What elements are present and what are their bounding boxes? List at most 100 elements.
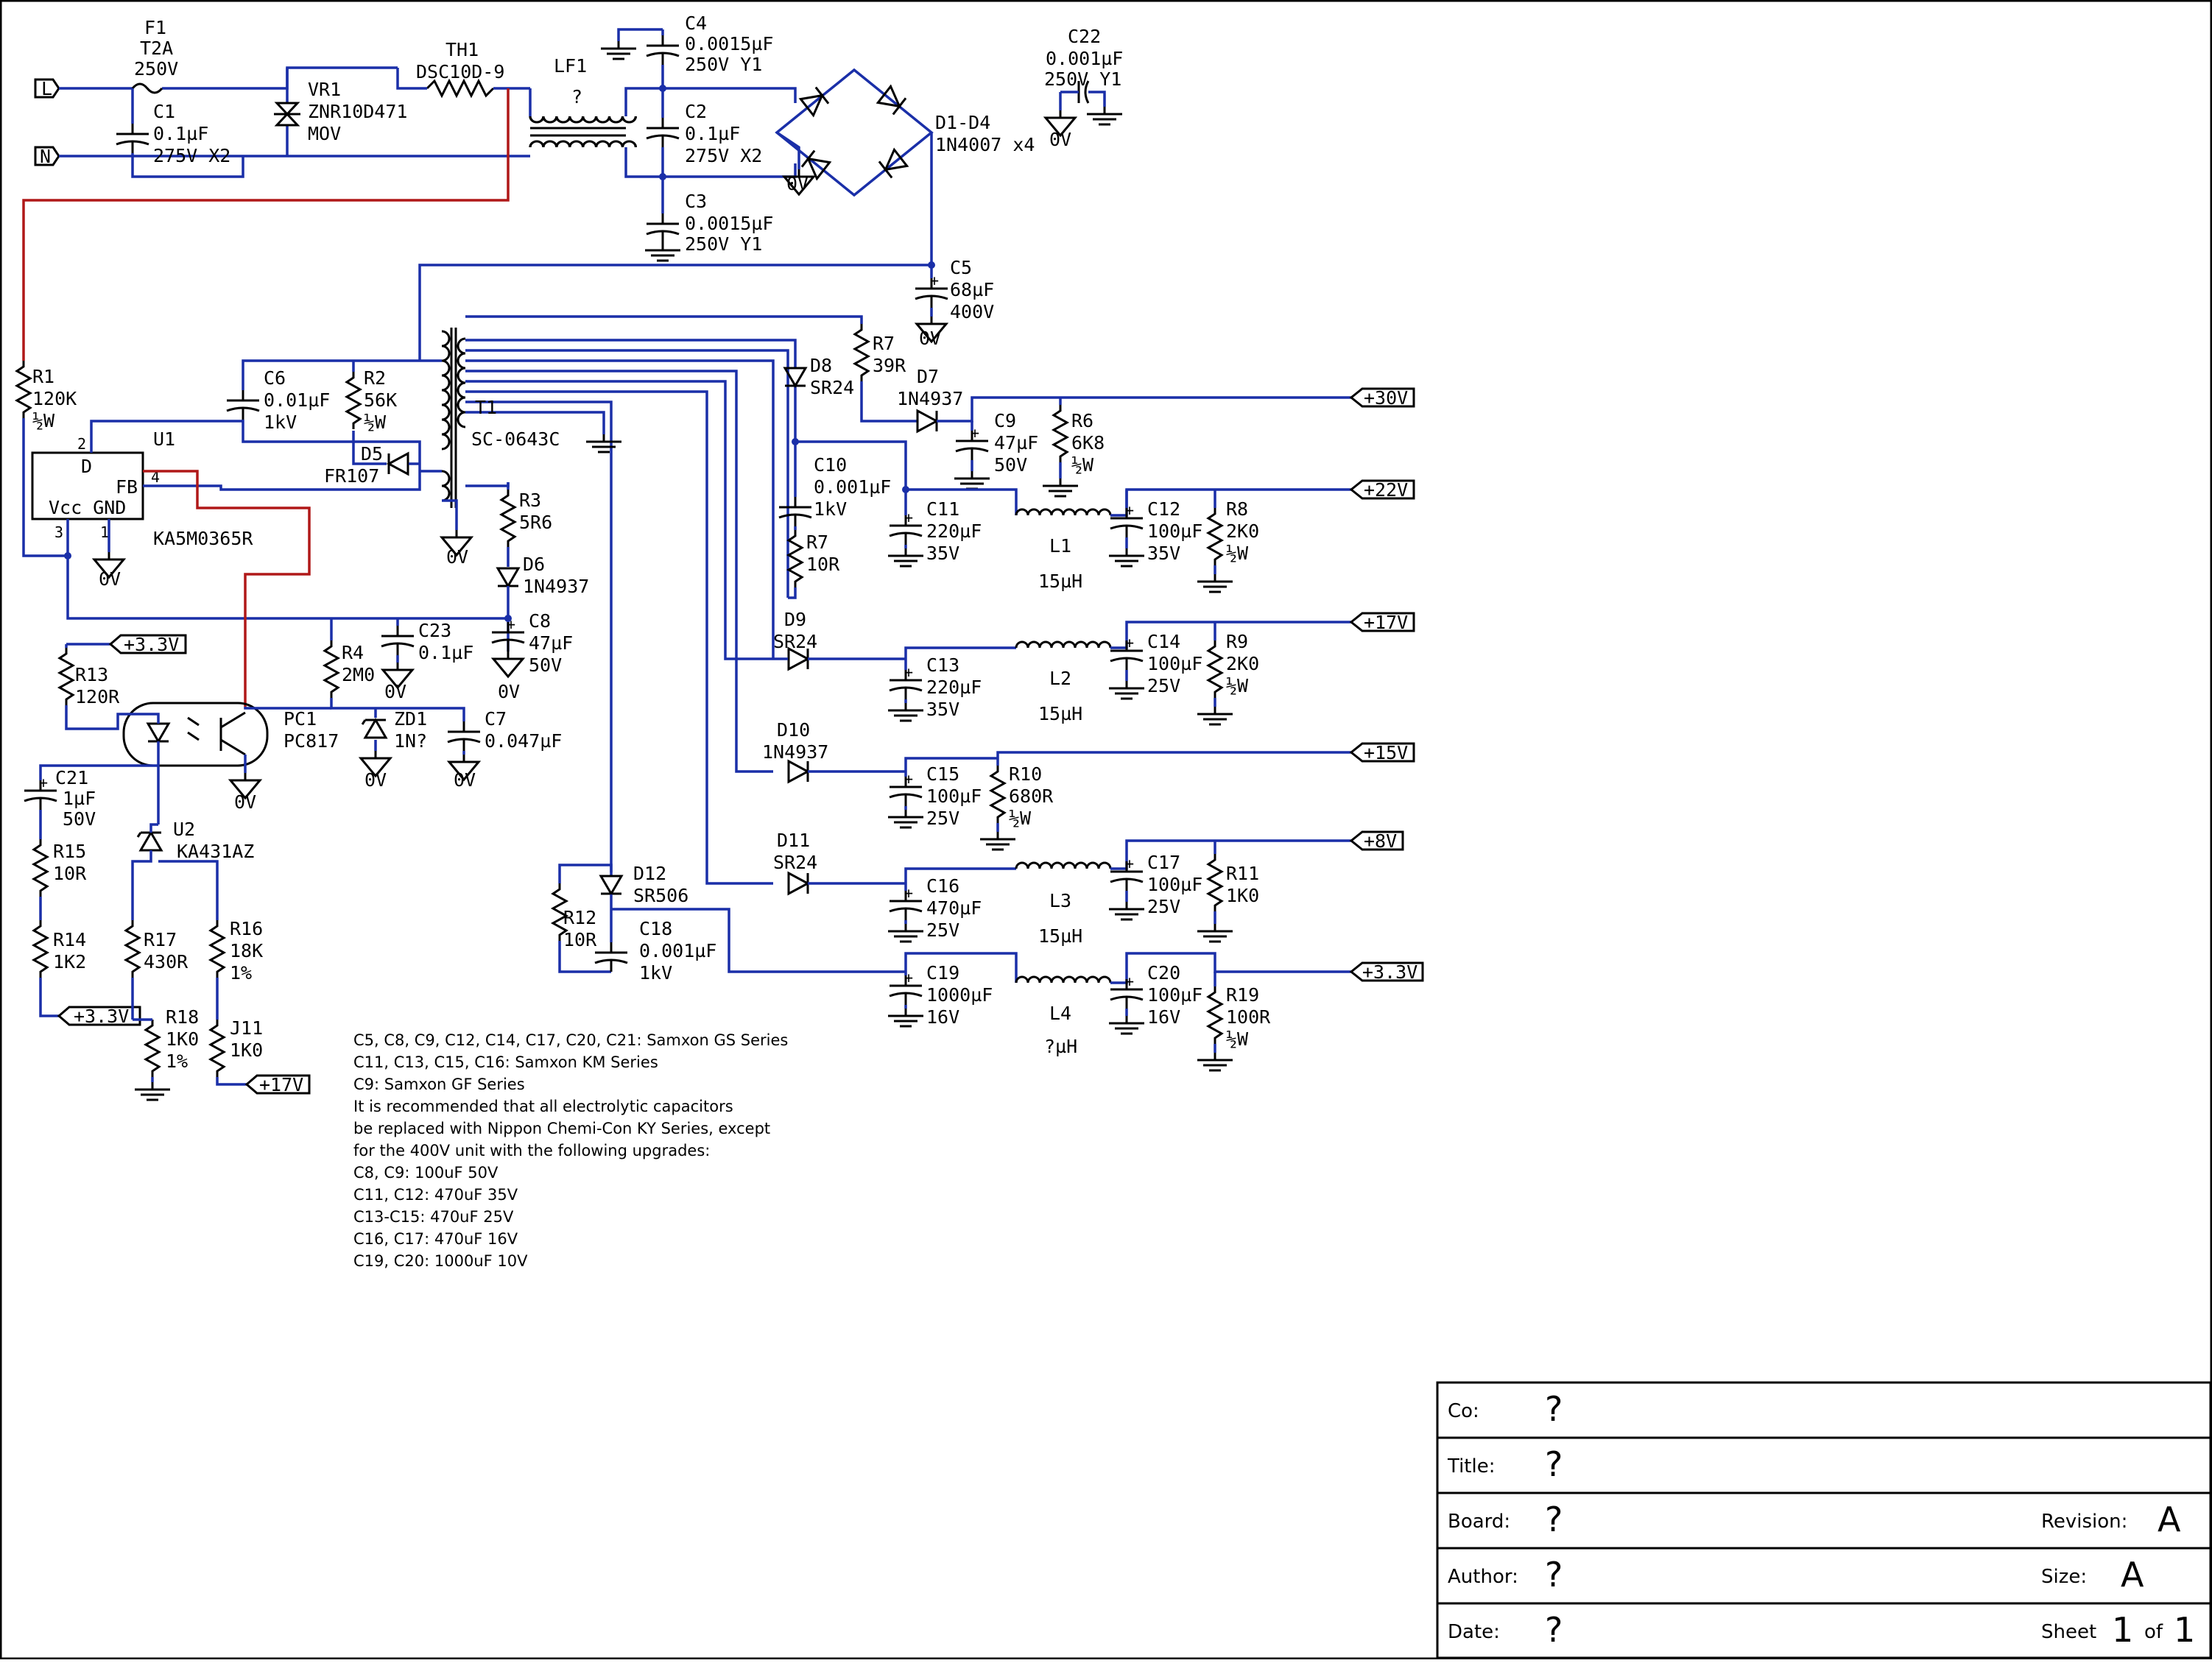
svg-text:C9: C9 <box>994 410 1016 431</box>
resistor-r13 <box>58 646 74 707</box>
component-notes: C5, C8, C9, C12, C14, C17, C20, C21: Sam… <box>353 1031 788 1270</box>
tb-date-value: ? <box>1545 1610 1563 1650</box>
resistor-r17 <box>124 919 141 979</box>
capacitor-c20 <box>1109 971 1144 1010</box>
svg-text:N: N <box>40 146 51 167</box>
svg-text:1kV: 1kV <box>639 962 672 984</box>
capacitor-c18 <box>593 941 629 973</box>
svg-text:250V Y1: 250V Y1 <box>685 233 762 255</box>
svg-text:15µH: 15µH <box>1038 925 1082 947</box>
svg-text:+3.3V: +3.3V <box>124 634 179 655</box>
svg-text:220µF: 220µF <box>926 520 982 542</box>
svg-text:½W: ½W <box>1226 543 1249 564</box>
svg-text:5R6: 5R6 <box>519 512 552 533</box>
svg-text:D9: D9 <box>784 609 806 630</box>
svg-text:39R: 39R <box>873 355 906 376</box>
tb-author-value: ? <box>1545 1555 1563 1595</box>
svg-text:220µF: 220µF <box>926 677 982 698</box>
svg-text:0V: 0V <box>919 328 941 349</box>
svg-text:56K: 56K <box>364 389 397 411</box>
svg-text:10R: 10R <box>806 554 840 575</box>
svg-text:C16, C17: 470uF 16V: C16, C17: 470uF 16V <box>353 1230 518 1248</box>
svg-text:C2: C2 <box>685 101 707 122</box>
svg-text:0.0015µF: 0.0015µF <box>685 213 773 234</box>
resistor-r11 <box>1207 852 1223 913</box>
svg-text:R12: R12 <box>563 907 596 928</box>
svg-text:D8: D8 <box>810 355 832 376</box>
net-flag-r13-3v3: +3.3V <box>108 634 187 655</box>
svg-text:½W: ½W <box>1009 808 1032 829</box>
optocoupler-pc1 <box>122 702 269 767</box>
svg-text:1K0: 1K0 <box>230 1039 263 1061</box>
resistor-r2 <box>345 370 362 431</box>
diode-d12 <box>599 875 623 895</box>
svg-text:½W: ½W <box>1226 1028 1249 1050</box>
svg-text:C17: C17 <box>1147 852 1180 873</box>
capacitor-c19 <box>888 967 923 1006</box>
resistor-r7-10r <box>787 529 803 589</box>
svg-text:0V: 0V <box>364 769 387 791</box>
svg-text:35V: 35V <box>926 543 959 564</box>
svg-text:½W: ½W <box>364 412 387 433</box>
rail-flag-30v: +30V <box>1349 387 1415 409</box>
svg-text:400V: 400V <box>950 301 994 322</box>
svg-text:C8, C9: 100uF 50V: C8, C9: 100uF 50V <box>353 1164 499 1182</box>
svg-text:DSC10D-9: DSC10D-9 <box>416 61 504 82</box>
svg-text:ZNR10D471: ZNR10D471 <box>308 101 407 122</box>
svg-text:0.0015µF: 0.0015µF <box>685 33 773 54</box>
svg-text:D7: D7 <box>917 366 939 387</box>
tb-of-value: 1 <box>2174 1610 2195 1650</box>
svg-text:1N4937: 1N4937 <box>762 741 828 763</box>
resistor-r7-39r <box>853 322 870 383</box>
svg-text:SR506: SR506 <box>633 885 688 906</box>
diode-d5 <box>387 452 409 476</box>
svg-text:68µF: 68µF <box>950 279 994 300</box>
svg-text:1000µF: 1000µF <box>926 984 993 1006</box>
svg-text:C19, C20: 1000uF 10V: C19, C20: 1000uF 10V <box>353 1252 528 1270</box>
bridge-rectifier <box>775 68 934 197</box>
svg-text:C7: C7 <box>485 708 507 730</box>
svg-text:1%: 1% <box>230 962 252 984</box>
svg-text:R16: R16 <box>230 918 263 939</box>
shunt-regulator-u2 <box>136 830 163 852</box>
thermistor-th1 <box>426 78 495 99</box>
svg-text:250V Y1: 250V Y1 <box>685 54 762 75</box>
svg-text:1kV: 1kV <box>814 498 847 520</box>
svg-text:0V: 0V <box>384 681 406 702</box>
svg-text:TH1: TH1 <box>445 39 479 60</box>
svg-text:0V: 0V <box>446 546 468 568</box>
svg-text:1N4007 x4: 1N4007 x4 <box>935 134 1035 155</box>
tb-title-value: ? <box>1545 1444 1563 1484</box>
fuse-f1 <box>131 82 163 94</box>
capacitor-c14 <box>1109 632 1144 671</box>
svg-text:FB: FB <box>116 476 138 498</box>
svg-text:for the 400V unit with the fol: for the 400V unit with the following upg… <box>353 1142 710 1159</box>
svg-text:0.01µF: 0.01µF <box>264 389 330 411</box>
svg-text:C16: C16 <box>926 875 959 897</box>
svg-text:47µF: 47µF <box>994 432 1038 453</box>
resistor-j11 <box>209 1018 225 1078</box>
resistor-r4 <box>323 639 339 699</box>
tb-co-value: ? <box>1545 1389 1563 1429</box>
svg-text:LF1: LF1 <box>554 55 587 77</box>
inductor-l3 <box>1015 861 1112 870</box>
svg-text:100µF: 100µF <box>1147 874 1202 895</box>
svg-text:D6: D6 <box>523 554 545 575</box>
rail-flag-22v: +22V <box>1349 479 1415 501</box>
svg-text:16V: 16V <box>1147 1006 1180 1028</box>
capacitor-c9 <box>954 423 990 462</box>
svg-text:R3: R3 <box>519 490 541 511</box>
tb-sheet-value: 1 <box>2112 1610 2133 1650</box>
svg-text:C1: C1 <box>153 101 175 122</box>
svg-text:Vcc GND: Vcc GND <box>49 497 126 518</box>
svg-text:U1: U1 <box>153 428 175 450</box>
svg-text:C11: C11 <box>926 498 959 520</box>
ground-labels: 0V 0V 0V 0V 0V 0V 0V 0V 0V 0V <box>99 129 1071 813</box>
capacitor-c6 <box>225 389 261 421</box>
svg-text:3: 3 <box>54 523 63 541</box>
input-connector-live: L <box>34 78 60 99</box>
svg-text:1N4937: 1N4937 <box>523 576 589 597</box>
svg-text:L4: L4 <box>1049 1003 1071 1024</box>
inductor-l2 <box>1015 640 1112 649</box>
svg-text:?µH: ?µH <box>1044 1036 1077 1057</box>
